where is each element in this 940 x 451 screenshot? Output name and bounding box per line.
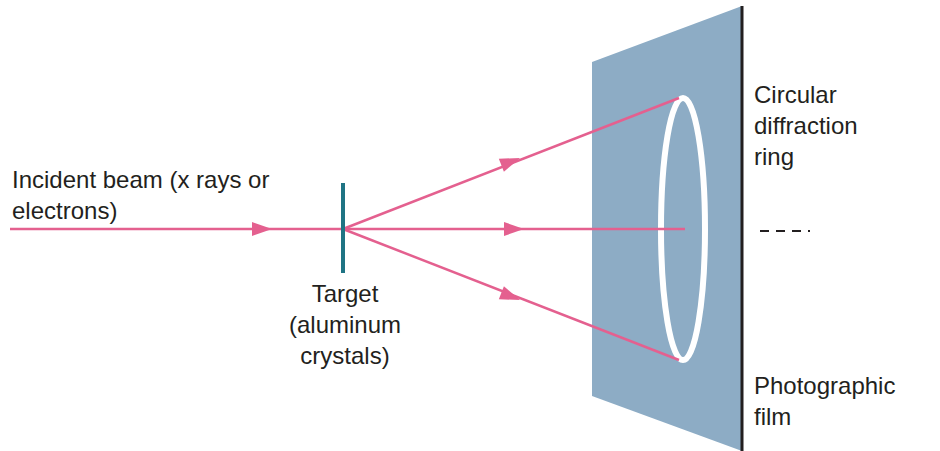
film-label: Photographic film <box>754 370 930 432</box>
arrowheads <box>252 151 524 306</box>
diffracted-beam <box>343 229 679 360</box>
ring-label: Circular diffraction ring <box>754 79 894 172</box>
arrowhead <box>252 222 272 236</box>
diffracted-beam <box>343 98 679 229</box>
beam-label: Incident beam (x rays or electrons) <box>12 164 312 226</box>
arrowhead <box>499 286 523 306</box>
target-label: Target (aluminum crystals) <box>272 278 418 371</box>
arrowhead <box>499 151 523 171</box>
arrowhead <box>504 222 524 236</box>
film-edge <box>741 6 744 451</box>
aluminum-target <box>341 183 345 273</box>
dash-mark <box>760 230 810 232</box>
